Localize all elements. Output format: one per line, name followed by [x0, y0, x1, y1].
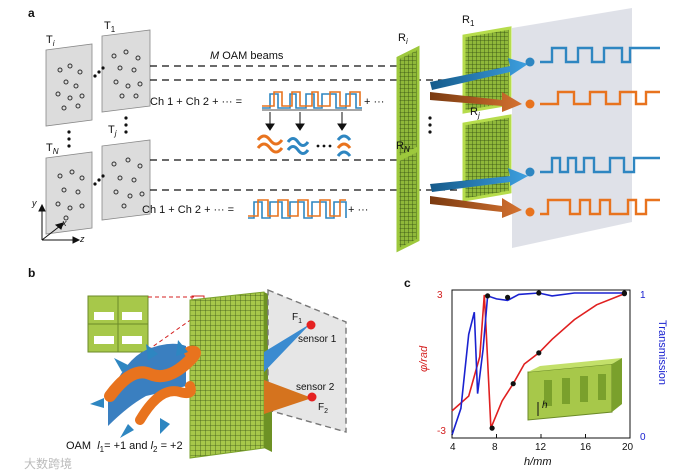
- output-waveforms: [540, 46, 660, 216]
- chart-plot: [451, 290, 631, 438]
- axis-z: z: [80, 234, 85, 244]
- y-right-tick-0: 0: [640, 432, 646, 443]
- metasurface-rj: [462, 114, 512, 202]
- data-marker: [489, 425, 495, 431]
- mask-plate-tj: [101, 139, 151, 221]
- mask-plate-t1: [101, 29, 151, 113]
- data-marker: [536, 290, 542, 296]
- focus-cone-blue: [264, 324, 310, 372]
- metasurface-rn: [396, 147, 420, 253]
- metasurface-ri: [396, 45, 420, 161]
- axis-y: y: [32, 198, 37, 208]
- label-tj: Tj: [108, 124, 117, 139]
- label-f1: F1: [292, 312, 303, 325]
- mux-signal-top: [262, 91, 362, 111]
- channel-sum-top: Ch 1 + Ch 2 + ··· =: [150, 96, 243, 108]
- sensor-1-label: sensor 1: [298, 334, 337, 345]
- phase-series-line: [451, 292, 625, 429]
- inset-h-label: h: [542, 400, 548, 411]
- data-marker: [505, 294, 511, 300]
- watermark: 大数跨境: [24, 457, 73, 471]
- x-tick-20: 20: [622, 442, 634, 453]
- oam-helix-beam: [90, 340, 201, 438]
- unit-cell-inset: [87, 295, 149, 353]
- transmission-series-line: [451, 292, 625, 436]
- beam-arrows: [430, 58, 528, 218]
- focal-spots-a: [525, 57, 535, 217]
- meta-atom-inset: [527, 358, 622, 421]
- mux-signal-bottom: [248, 199, 347, 219]
- label-t1: T1: [104, 20, 116, 35]
- data-marker: [621, 291, 628, 297]
- metasurface-b: [189, 291, 272, 459]
- panel-c-letter: c: [404, 276, 411, 290]
- focus-cone-orange: [264, 380, 312, 414]
- helix-icons: [256, 134, 352, 157]
- label-rn: RN: [396, 140, 410, 155]
- label-rj: Rj: [470, 106, 480, 121]
- label-ri: Ri: [398, 32, 408, 47]
- y-left-label: φ/rad: [418, 345, 430, 372]
- plus-dots-top: + ···: [364, 96, 385, 108]
- x-tick-8: 8: [492, 442, 498, 453]
- data-marker: [536, 350, 542, 356]
- focal-point-2: [307, 392, 317, 402]
- focal-point-1: [306, 320, 316, 330]
- label-f2: F2: [318, 402, 329, 415]
- panel-b-letter: b: [28, 266, 36, 280]
- y-left-tick-neg3: -3: [437, 426, 446, 437]
- plus-dots-bottom: + ···: [348, 204, 369, 216]
- label-tn: TN: [46, 142, 59, 157]
- signal-down-arrows: [265, 112, 347, 131]
- panel-a-letter: a: [28, 6, 35, 20]
- x-tick-4: 4: [450, 442, 456, 453]
- axis-x: x: [62, 218, 67, 228]
- detection-screen: [512, 8, 632, 248]
- oam-caption: OAM l1= +1 and l2 = +2: [66, 440, 183, 455]
- x-tick-12: 12: [535, 442, 547, 453]
- channel-sum-bottom: Ch 1 + Ch 2 + ··· =: [142, 204, 235, 216]
- helix-dots: [316, 144, 332, 148]
- y-left-tick-3: 3: [437, 290, 443, 301]
- label-r1: R1: [462, 14, 475, 29]
- y-right-tick-1: 1: [640, 290, 646, 301]
- data-marker: [510, 381, 516, 387]
- label-ti: Ti: [46, 34, 55, 49]
- x-tick-16: 16: [580, 442, 592, 453]
- sensor-plane: [267, 288, 347, 433]
- beams-label: M OAM beams: [210, 50, 284, 62]
- y-right-label: Transmission: [656, 320, 668, 385]
- mask-plate-ti: [45, 43, 93, 127]
- x-axis-label: h/mm: [524, 456, 552, 468]
- mask-holes: [55, 49, 145, 221]
- sensor-2-label: sensor 2: [296, 382, 335, 393]
- axes-a: [38, 203, 81, 244]
- mask-plate-tn: [45, 151, 93, 235]
- data-marker: [485, 293, 491, 299]
